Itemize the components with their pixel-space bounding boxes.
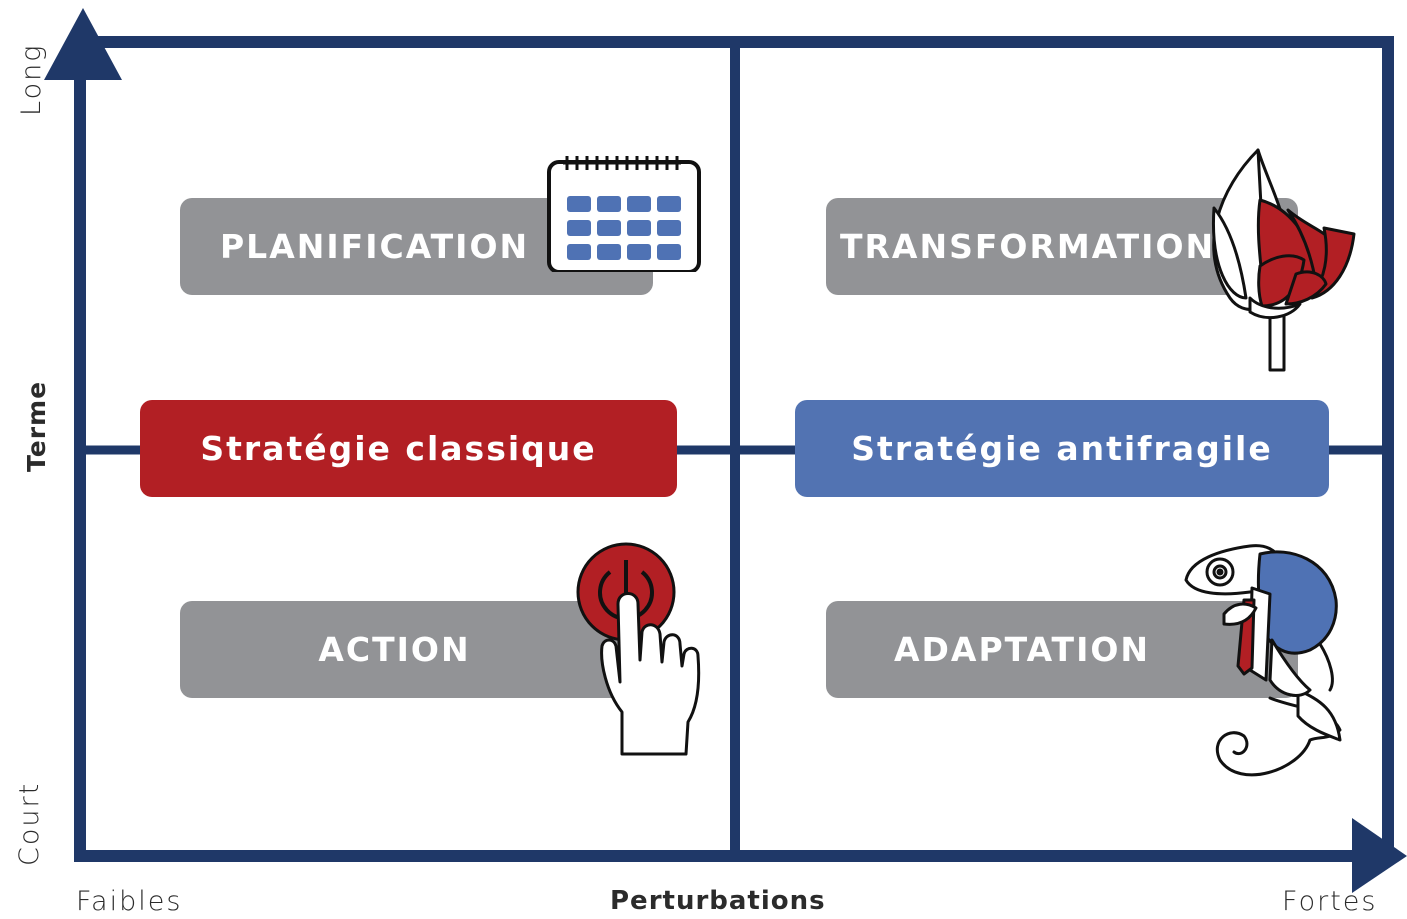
y-axis-arrowhead <box>44 8 122 80</box>
chameleon-icon <box>1184 544 1342 777</box>
y-axis-low-label: Court <box>14 781 45 866</box>
y-axis-high-label: Long <box>16 43 47 116</box>
quadrant-adaptation: ADAPTATION <box>826 601 1298 698</box>
strategy-classic-label: Stratégie classique <box>200 429 597 468</box>
flower-bud-icon <box>1211 148 1356 372</box>
x-axis-arrowhead <box>1352 818 1407 893</box>
x-axis-title: Perturbations <box>610 886 826 916</box>
x-axis-low-label: Faibles <box>76 886 183 917</box>
strategy-antifragile-box: Stratégie antifragile <box>795 400 1329 497</box>
quadrant-action: ACTION <box>180 601 653 698</box>
y-axis-title: Terme <box>22 380 51 472</box>
strategy-classic-box: Stratégie classique <box>140 400 677 497</box>
quadrant-action-label: ACTION <box>318 630 471 669</box>
x-axis-high-label: Fortes <box>1282 886 1378 917</box>
calendar-icon <box>547 156 701 272</box>
quadrant-planification-label: PLANIFICATION <box>220 227 530 266</box>
strategy-antifragile-label: Stratégie antifragile <box>851 429 1273 468</box>
power-button-hand-icon <box>576 542 701 756</box>
quadrant-transformation-label: TRANSFORMATION <box>840 227 1216 266</box>
quadrant-adaptation-label: ADAPTATION <box>893 630 1151 669</box>
